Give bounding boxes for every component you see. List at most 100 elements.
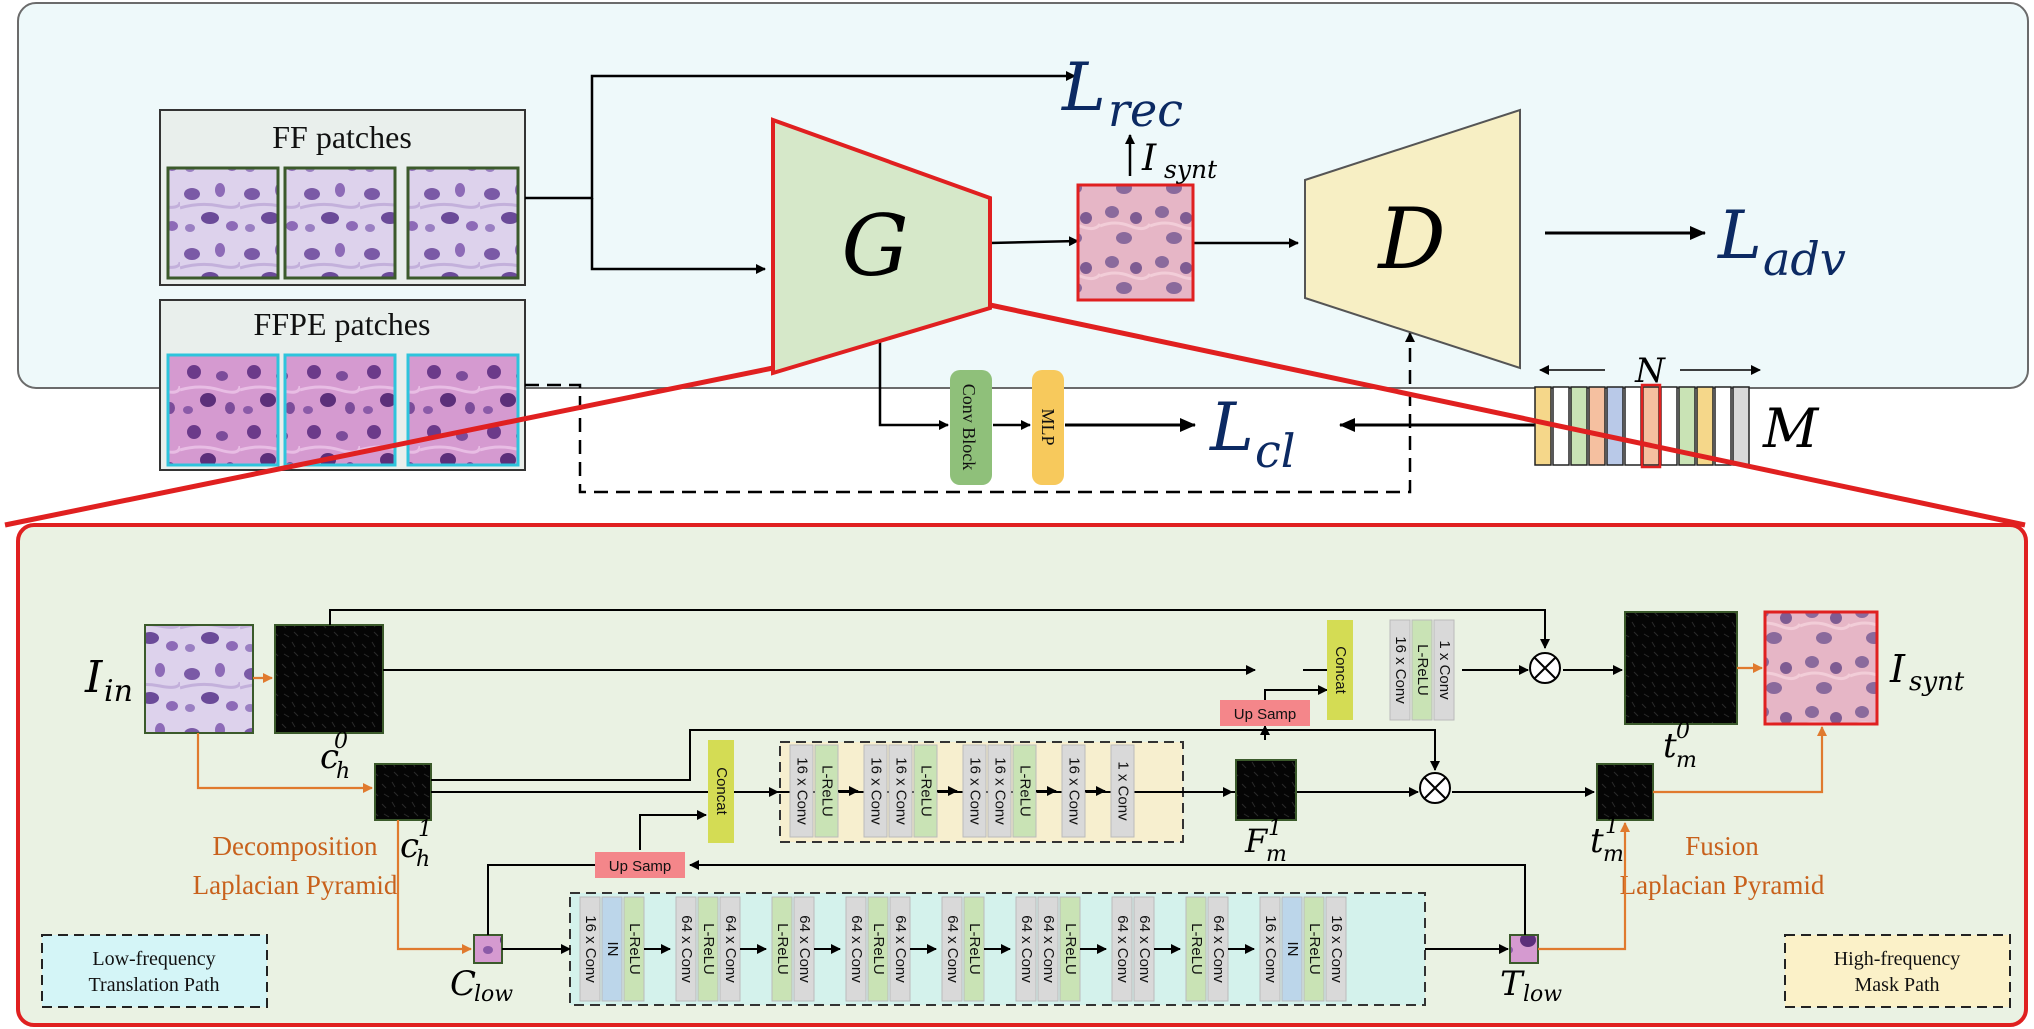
mlp-block: MLP bbox=[1032, 370, 1064, 485]
mid-chain-block-label-5: L-ReLU bbox=[918, 765, 935, 817]
low-chain-block-10 bbox=[867, 896, 889, 1002]
t-low-map bbox=[1509, 934, 1539, 964]
low-chain-block-label-3: L-ReLU bbox=[626, 923, 643, 975]
input-image bbox=[144, 624, 254, 734]
zoom-lines bbox=[4, 302, 2026, 528]
bank-cell-11 bbox=[1714, 386, 1732, 466]
bank-cell-3 bbox=[1570, 386, 1588, 466]
svg-text:cl: cl bbox=[1255, 424, 1295, 478]
mid-chain-block-7 bbox=[987, 744, 1012, 838]
low-chain-block-label-1: 16 x Conv bbox=[582, 915, 599, 983]
top-arrows bbox=[525, 71, 1706, 494]
i-synt-bottom-label: I synt bbox=[1889, 647, 1965, 697]
svg-text:L: L bbox=[1209, 389, 1254, 466]
low-chain-block-label-9: 64 x Conv bbox=[848, 915, 865, 983]
low-chain-block-label-12: 64 x Conv bbox=[944, 915, 961, 983]
low-chain-block-label-23: L-ReLU bbox=[1306, 923, 1323, 975]
low-chain-block-label-21: 16 x Conv bbox=[1262, 915, 1279, 983]
bank-cell-4 bbox=[1588, 386, 1606, 466]
low-chain-block-label-19: L-ReLU bbox=[1188, 923, 1205, 975]
ffpe-patches-title: FFPE patches bbox=[254, 306, 431, 342]
c-h0-map bbox=[274, 624, 384, 734]
low-layer-chain: 16 x Conv IN L-ReLU 64 x Conv L-ReLU 64 x Con… bbox=[579, 896, 1347, 1002]
orange-arrows bbox=[196, 663, 1827, 954]
l-rec-label: L rec bbox=[1061, 49, 1183, 137]
svg-text:I: I bbox=[84, 652, 104, 703]
svg-text:t: t bbox=[1663, 726, 1677, 766]
mid-chain-block-label-4: 16 x Conv bbox=[893, 757, 910, 825]
ffpe-patches-group: FFPE patches bbox=[159, 299, 526, 471]
up-samp-top: Up Samp bbox=[1220, 700, 1310, 726]
i-in-label: I in bbox=[84, 652, 133, 709]
low-chain-block-label-20: 64 x Conv bbox=[1210, 915, 1227, 983]
mid-chain-block-6 bbox=[962, 744, 987, 838]
f-m1-map bbox=[1235, 759, 1297, 821]
svg-text:Concat: Concat bbox=[1332, 646, 1349, 694]
low-chain-block-label-2: IN bbox=[604, 942, 621, 957]
f-m1-label: F m 1 bbox=[1244, 816, 1287, 867]
low-chain-block-12 bbox=[941, 896, 963, 1002]
up-samp-bottom: Up Samp bbox=[595, 852, 685, 878]
l-adv-label: L adv bbox=[1717, 197, 1846, 286]
low-chain-block-label-14: 64 x Conv bbox=[1018, 915, 1035, 983]
t-m0-label: t m 0 bbox=[1663, 719, 1697, 773]
low-chain-block-label-24: 16 x Conv bbox=[1328, 915, 1345, 983]
ff-patch-3 bbox=[406, 166, 520, 280]
ffpe-patch-1 bbox=[166, 353, 280, 467]
mid-chain-block-3 bbox=[863, 744, 888, 838]
c-h0-label: c h 0 bbox=[320, 729, 350, 784]
fusion-line1: Fusion bbox=[1685, 831, 1759, 861]
svg-text:0: 0 bbox=[1676, 719, 1690, 744]
svg-text:Conv Block: Conv Block bbox=[959, 384, 979, 471]
c-low-label: C low bbox=[450, 964, 513, 1007]
svg-text:1: 1 bbox=[418, 817, 432, 842]
mid-chain-block-4 bbox=[888, 744, 913, 838]
mid-chain-block-label-6: 16 x Conv bbox=[967, 757, 984, 825]
low-chain-block-19 bbox=[1185, 896, 1207, 1002]
discriminator: D bbox=[1304, 108, 1521, 370]
low-chain-block-label-11: 64 x Conv bbox=[892, 915, 909, 983]
conv-block: Conv Block bbox=[950, 370, 992, 485]
bank-cell-10 bbox=[1696, 386, 1714, 466]
low-chain-block-2 bbox=[601, 896, 623, 1002]
bank-n-label: N bbox=[1634, 351, 1666, 391]
bank-highlight-cell bbox=[1640, 383, 1662, 469]
t-low-label: T low bbox=[1500, 964, 1562, 1007]
top-chain-block-1 bbox=[1389, 619, 1411, 721]
svg-text:Up Samp: Up Samp bbox=[1234, 706, 1297, 723]
synthetic-image-top bbox=[1076, 183, 1195, 302]
mid-chain-block-1 bbox=[789, 744, 814, 838]
top-chain-block-label-3: 1 x Conv bbox=[1436, 640, 1453, 700]
svg-text:High-frequency: High-frequency bbox=[1834, 948, 1961, 970]
synthetic-image-bottom bbox=[1763, 610, 1879, 726]
top-panel bbox=[17, 2, 2029, 389]
svg-text:adv: adv bbox=[1763, 232, 1846, 286]
ff-patch-1 bbox=[166, 166, 280, 280]
low-chain-block-label-18: 64 x Conv bbox=[1136, 915, 1153, 983]
svg-text:C: C bbox=[450, 964, 476, 1004]
low-chain-block-label-10: L-ReLU bbox=[870, 923, 887, 975]
svg-text:t: t bbox=[1590, 821, 1604, 861]
low-chain-block-21 bbox=[1259, 896, 1281, 1002]
low-chain-block-label-22: IN bbox=[1284, 942, 1301, 957]
generator-label: G bbox=[841, 197, 908, 295]
svg-text:Translation Path: Translation Path bbox=[89, 974, 220, 996]
bank-cell-12 bbox=[1732, 386, 1750, 466]
svg-text:low: low bbox=[1523, 982, 1562, 1007]
t-m1-label: t m 1 bbox=[1590, 814, 1624, 867]
svg-text:L: L bbox=[1061, 49, 1106, 126]
svg-text:rec: rec bbox=[1108, 83, 1183, 137]
t-m0-map bbox=[1624, 611, 1738, 725]
low-chain-block-label-15: 64 x Conv bbox=[1040, 915, 1057, 983]
low-chain-block-label-13: L-ReLU bbox=[966, 923, 983, 975]
mid-chain-block-label-3: 16 x Conv bbox=[868, 757, 885, 825]
l-cl-label: L cl bbox=[1209, 389, 1295, 478]
bank-cell-6 bbox=[1624, 386, 1642, 466]
mid-chain-block-label-10: 1 x Conv bbox=[1115, 761, 1132, 821]
low-chain-block-label-7: L-ReLU bbox=[774, 923, 791, 975]
svg-text:I: I bbox=[1141, 138, 1157, 179]
svg-text:in: in bbox=[104, 674, 133, 709]
svg-text:h: h bbox=[336, 759, 350, 784]
